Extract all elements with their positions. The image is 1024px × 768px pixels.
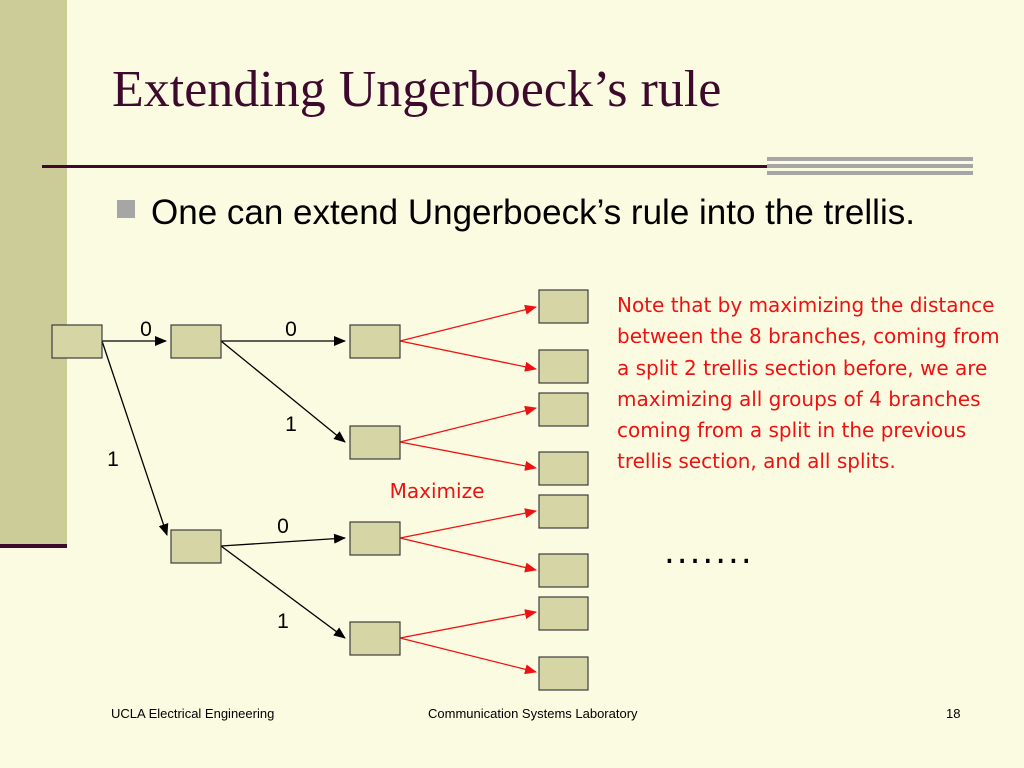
trellis-node (170, 529, 222, 564)
trellis-branch (220, 545, 346, 639)
slide-title: Extending Ungerboeck’s rule (112, 61, 722, 118)
branch-label: 0 (140, 318, 152, 341)
title-divider (42, 165, 973, 168)
trellis-branch (220, 533, 346, 547)
trellis-branch-red (399, 441, 537, 471)
trellis-node (538, 289, 589, 324)
trellis-branch-red (399, 405, 537, 443)
branch-label: 0 (285, 318, 297, 341)
trellis-node (538, 451, 589, 486)
continuation-dots: ....... (664, 532, 754, 572)
trellis-node (349, 521, 401, 556)
trellis-branch-red (399, 340, 537, 372)
branch-label: 1 (277, 610, 289, 633)
bullet-text: One can extend Ungerboeck’s rule into th… (151, 193, 915, 232)
trellis-node (538, 553, 589, 588)
branch-label: 1 (285, 413, 297, 436)
trellis-branch-red (399, 304, 537, 342)
divider-accent (767, 157, 973, 179)
trellis-branch-red (399, 637, 537, 675)
footer-institution: UCLA Electrical Engineering (111, 706, 275, 721)
trellis-node (51, 324, 103, 359)
trellis-branch-red (399, 508, 537, 539)
trellis-node (538, 349, 589, 384)
trellis-node (170, 324, 222, 359)
footer-lab: Communication Systems Laboratory (428, 706, 638, 721)
maximize-label: Maximize (390, 479, 485, 503)
side-band-accent (0, 544, 67, 548)
side-band (0, 0, 67, 548)
trellis-node (538, 596, 589, 631)
annotation-note: Note that by maximizing the distance bet… (617, 293, 1000, 474)
branch-label: 0 (277, 515, 289, 538)
trellis-node (349, 425, 401, 460)
trellis-branch (220, 340, 346, 443)
trellis-node (538, 392, 589, 427)
trellis-branch-red (399, 609, 537, 639)
trellis-branch (101, 340, 169, 536)
trellis-node (349, 324, 401, 359)
slide-number: 18 (946, 706, 961, 721)
trellis-branch-red (399, 537, 537, 573)
trellis-node (538, 656, 589, 691)
trellis-node (349, 621, 401, 656)
branch-label: 1 (107, 448, 119, 471)
trellis-node (538, 494, 589, 529)
bullet-square-icon (117, 200, 135, 218)
